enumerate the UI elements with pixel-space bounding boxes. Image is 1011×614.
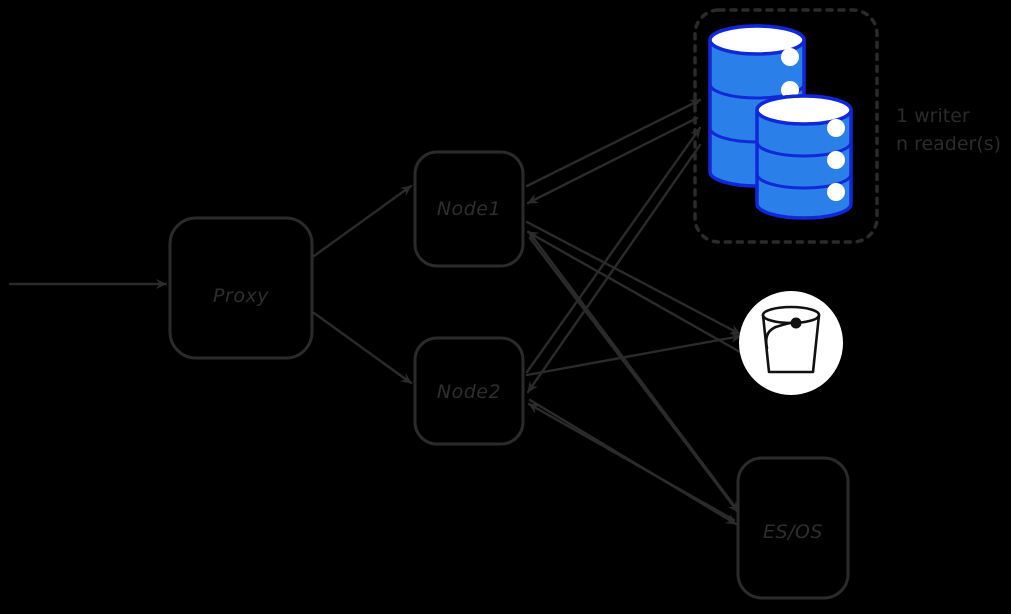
edge-node2-bucket [525, 332, 743, 377]
database-status-dot [827, 183, 845, 201]
database-status-dot [781, 81, 799, 99]
database-group-border [693, 8, 879, 244]
proxy-label: Proxy [213, 285, 269, 307]
node-proxy[interactable]: Proxy [168, 216, 314, 360]
node-node1[interactable]: Node1 [413, 150, 525, 268]
edge-node1-db [525, 98, 702, 188]
bucket-rim [761, 305, 821, 325]
proxy-box[interactable] [168, 216, 314, 360]
node-node2[interactable]: Node2 [413, 336, 525, 446]
node-esos[interactable]: ES/OS [736, 456, 850, 600]
edge-layer [8, 98, 743, 526]
node2-box[interactable] [413, 336, 525, 446]
database-status-dot [781, 48, 799, 66]
group-database[interactable] [693, 8, 879, 244]
database-status-dot [827, 119, 845, 137]
edge-node1-bucket [525, 220, 742, 336]
edge-db-node1 [526, 116, 699, 205]
esos-box[interactable] [736, 456, 850, 600]
node1-box[interactable] [413, 150, 525, 268]
db-annotation-writer: 1 writer [896, 105, 970, 127]
bucket-handle-knob [790, 317, 802, 329]
node1-label: Node1 [437, 198, 501, 220]
edge-esos-node2 [527, 402, 736, 522]
database-status-dot [827, 151, 845, 169]
edge-bucket-node1 [526, 230, 742, 354]
edge-node2-db [525, 126, 702, 374]
db-annotation-readers: n reader(s) [896, 133, 1001, 155]
database-icon-front [755, 94, 853, 220]
edge-proxy-node2 [312, 311, 413, 385]
esos-label: ES/OS [763, 521, 823, 543]
edge-esos-node1 [527, 230, 738, 510]
node2-label: Node2 [437, 381, 501, 403]
bucket-icon[interactable] [739, 291, 843, 395]
db-annotation: 1 writer n reader(s) [896, 105, 1001, 155]
edge-proxy-node1 [312, 184, 413, 258]
